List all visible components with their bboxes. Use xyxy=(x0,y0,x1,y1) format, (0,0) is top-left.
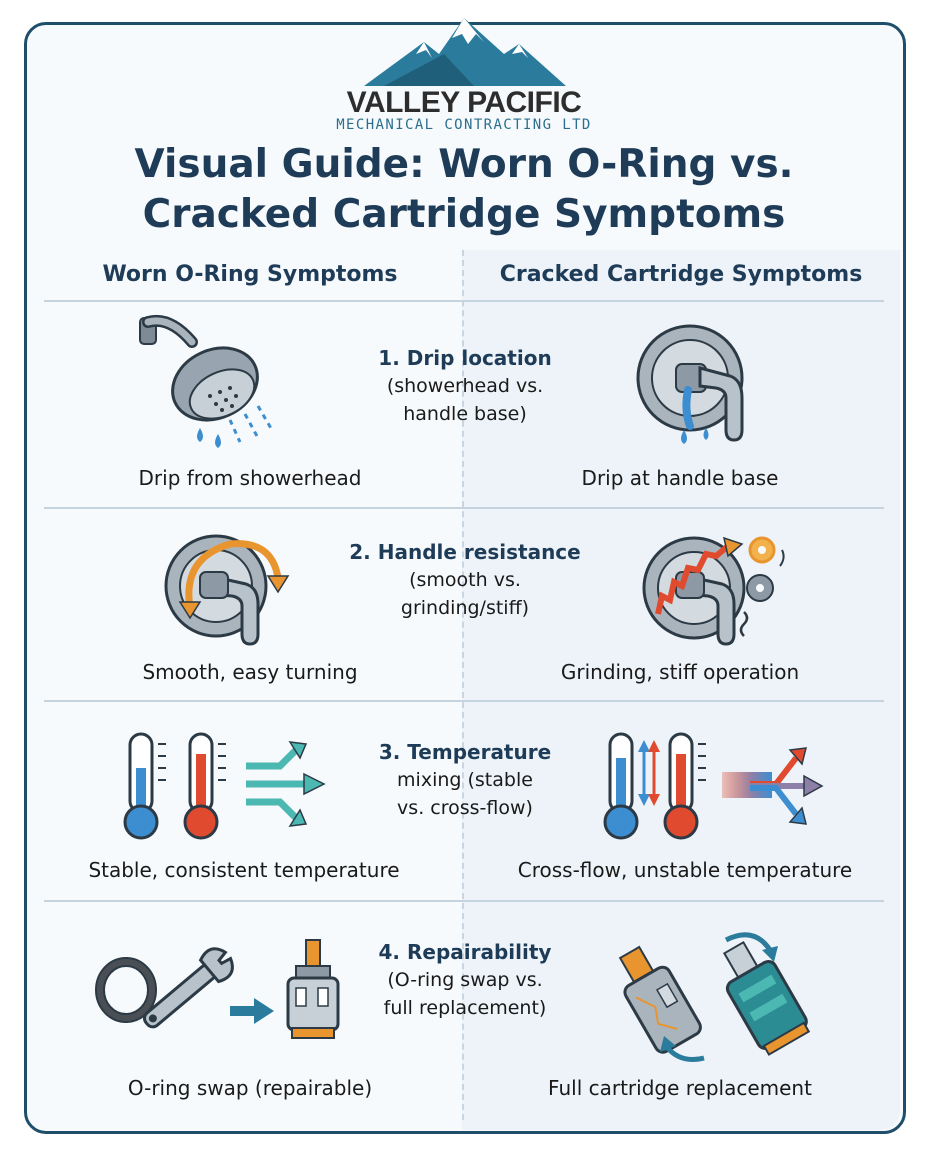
row1-left-caption: Drip from showerhead xyxy=(138,466,362,490)
row3-left-caption: Stable, consistent temperature xyxy=(88,858,400,882)
showerhead-drip-icon xyxy=(130,312,290,456)
row3-comparison-label: 3. Temperature mixing (stable vs. cross-… xyxy=(335,738,595,822)
row1-detail-line-2: handle base) xyxy=(403,403,527,425)
row-divider xyxy=(44,700,884,702)
row3-right-caption: Cross-flow, unstable temperature xyxy=(517,858,853,882)
oring-wrench-cartridge-icon xyxy=(92,932,372,1061)
row-divider xyxy=(44,507,884,509)
crossflow-thermometers-icon xyxy=(600,728,830,847)
cartridge-replacement-icon xyxy=(604,922,824,1071)
row2-detail-line-2: grinding/stiff) xyxy=(400,597,530,619)
row1-right-caption: Drip at handle base xyxy=(581,466,779,490)
handle-base-drip-icon xyxy=(630,318,760,457)
row4-comparison-label: 4. Repairability (O-ring swap vs. full r… xyxy=(335,938,595,1022)
row4-detail-line-2: full replacement) xyxy=(383,997,547,1019)
row4-detail-line-1: (O-ring swap vs. xyxy=(387,969,543,991)
row-divider xyxy=(44,900,884,902)
logo-company-name: VALLEY PACIFIC xyxy=(346,86,582,119)
row2-right-caption: Grinding, stiff operation xyxy=(560,660,800,684)
stable-thermometers-icon xyxy=(110,728,340,847)
row1-comparison-label: 1. Drip location (showerhead vs. handle … xyxy=(335,344,595,428)
logo-company-subtitle: MECHANICAL CONTRACTING LTD xyxy=(336,117,592,133)
title-line-1: Visual Guide: Worn O-Ring vs. xyxy=(134,142,794,187)
row1-detail-line-1: (showerhead vs. xyxy=(386,375,544,397)
row2-comparison-label: 2. Handle resistance (smooth vs. grindin… xyxy=(335,538,595,622)
row2-left-caption: Smooth, easy turning xyxy=(142,660,358,684)
company-logo xyxy=(0,14,928,94)
mountain-logo-icon xyxy=(364,18,566,86)
page-title: Visual Guide: Worn O-Ring vs. Cracked Ca… xyxy=(0,140,928,240)
row-divider xyxy=(44,300,884,302)
row3-title-tail: mixing (stable xyxy=(397,769,533,791)
smooth-handle-icon xyxy=(160,528,300,657)
row1-title: 1. Drip location xyxy=(378,346,552,370)
row3-detail-line-1: vs. cross-flow) xyxy=(397,797,533,819)
right-column-heading: Cracked Cartridge Symptoms xyxy=(499,262,863,287)
row4-left-caption: O-ring swap (repairable) xyxy=(127,1076,373,1100)
row2-title: 2. Handle resistance xyxy=(349,540,581,564)
row3-title: 3. Temperature xyxy=(378,740,552,764)
row2-detail-line-1: (smooth vs. xyxy=(409,569,521,591)
row4-title: 4. Repairability xyxy=(378,940,552,964)
title-line-2: Cracked Cartridge Symptoms xyxy=(142,192,786,237)
grinding-handle-icon xyxy=(636,526,796,660)
row4-right-caption: Full cartridge replacement xyxy=(548,1076,812,1100)
column-divider xyxy=(462,250,464,1120)
left-column-heading: Worn O-Ring Symptoms xyxy=(102,262,398,287)
